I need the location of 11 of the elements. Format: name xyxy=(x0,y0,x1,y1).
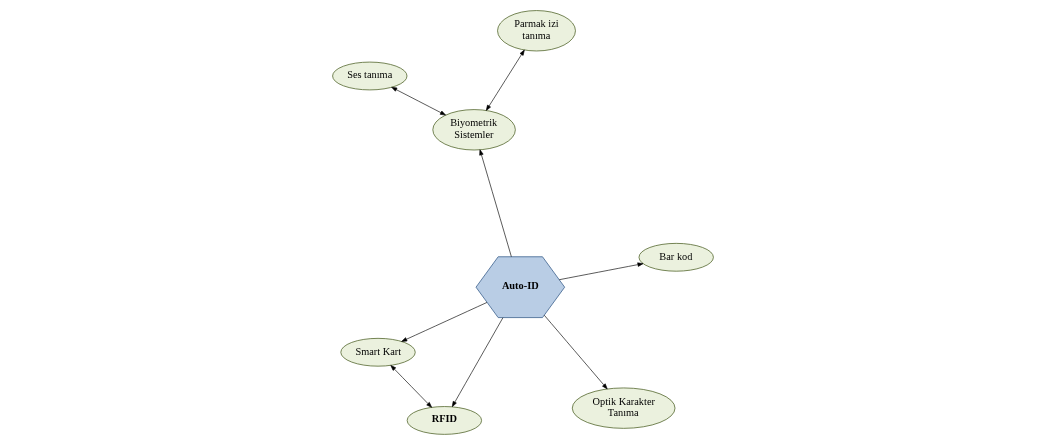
arrow xyxy=(390,86,446,116)
arrow xyxy=(558,262,643,281)
node-ellipse: Parmak izi tanıma xyxy=(496,10,576,52)
node-ellipse: Optik Karakter Tanıma xyxy=(571,387,675,429)
arrow xyxy=(478,149,512,257)
arrow xyxy=(451,317,503,407)
arrow xyxy=(543,314,608,390)
arrow xyxy=(485,49,525,111)
node-ellipse: RFID xyxy=(406,406,482,435)
arrow xyxy=(390,365,432,408)
arrow xyxy=(400,302,487,342)
